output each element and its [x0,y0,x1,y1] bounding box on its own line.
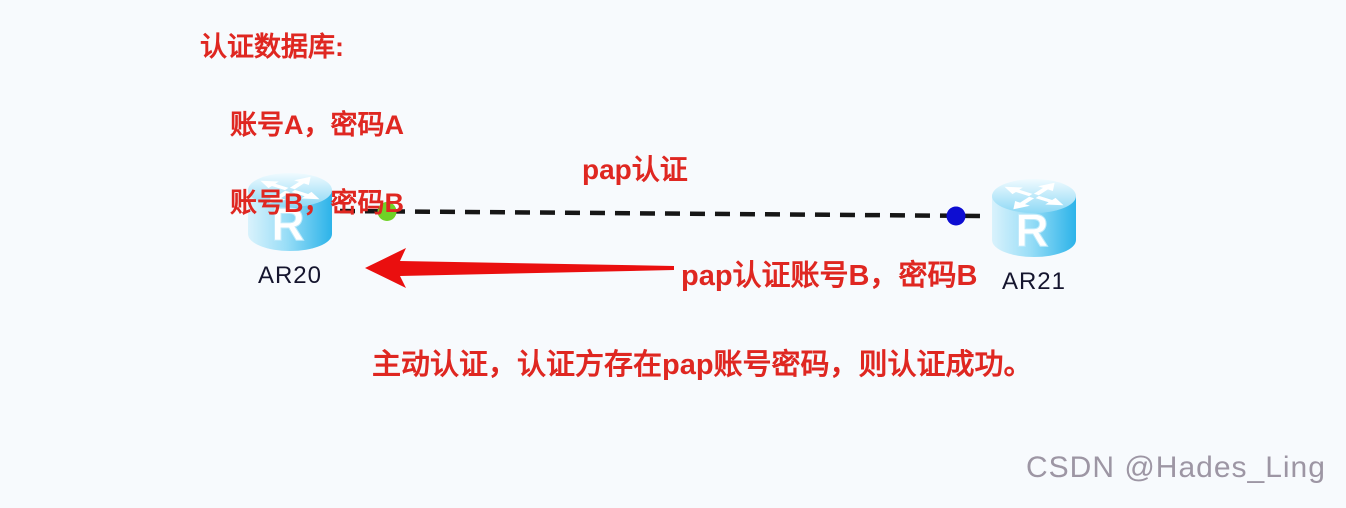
router-ar21: R AR21 [984,170,1084,296]
pinwheel-arrows-icon [1004,182,1064,210]
pap-link-label: pap认证 [582,154,688,185]
router-cylinder-icon: R [248,173,332,251]
auth-database-line2: 账号B，密码B [230,188,405,218]
router-ar20: R AR20 [240,164,340,290]
auth-database-title: 认证数据库: [200,32,344,62]
auth-request-label: pap认证账号B，密码B [681,260,978,292]
auth-database-line1: 账号A，密码A [230,110,405,140]
router-letter-r: R [271,198,304,250]
router-cylinder-icon: R [992,179,1076,257]
csdn-watermark: CSDN @Hades_Ling [1026,451,1326,484]
router-letter-r: R [1015,204,1048,256]
auth-database-note: 认证数据库: 账号A，密码A 账号B，密码B [200,28,404,262]
device-label-ar21: AR21 [1001,268,1067,295]
pinwheel-arrows-icon [260,176,320,204]
auth-direction-arrow-icon [365,248,674,288]
auth-result-note: 主动认证，认证方存在pap账号密码，则认证成功。 [372,349,1033,381]
device-label-ar20: AR20 [257,262,323,289]
link-endpoint-green-dot [377,202,397,221]
serial-link-dashed-line [339,208,987,219]
link-endpoint-blue-dot [946,206,966,226]
